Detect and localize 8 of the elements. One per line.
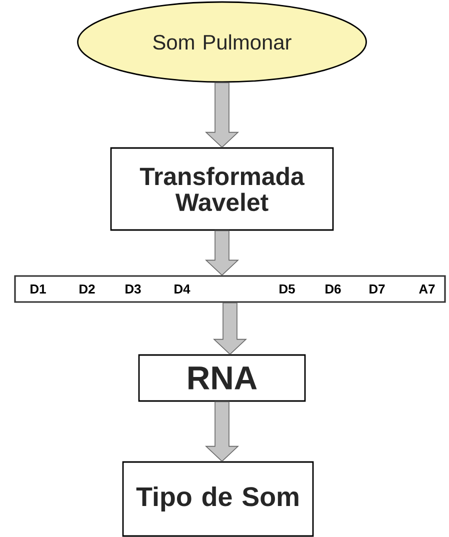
block-arrow [204, 82, 239, 148]
block-arrow [204, 401, 239, 462]
process-box: Transformada Wavelet [110, 147, 334, 231]
process-box: Tipo de Som [122, 461, 314, 537]
band-box: D1 D2 D3 D4 D5 D6 D7 A7 [14, 275, 446, 303]
block-arrow [213, 302, 247, 355]
process-box: RNA [138, 354, 306, 402]
block-arrow [204, 230, 239, 276]
